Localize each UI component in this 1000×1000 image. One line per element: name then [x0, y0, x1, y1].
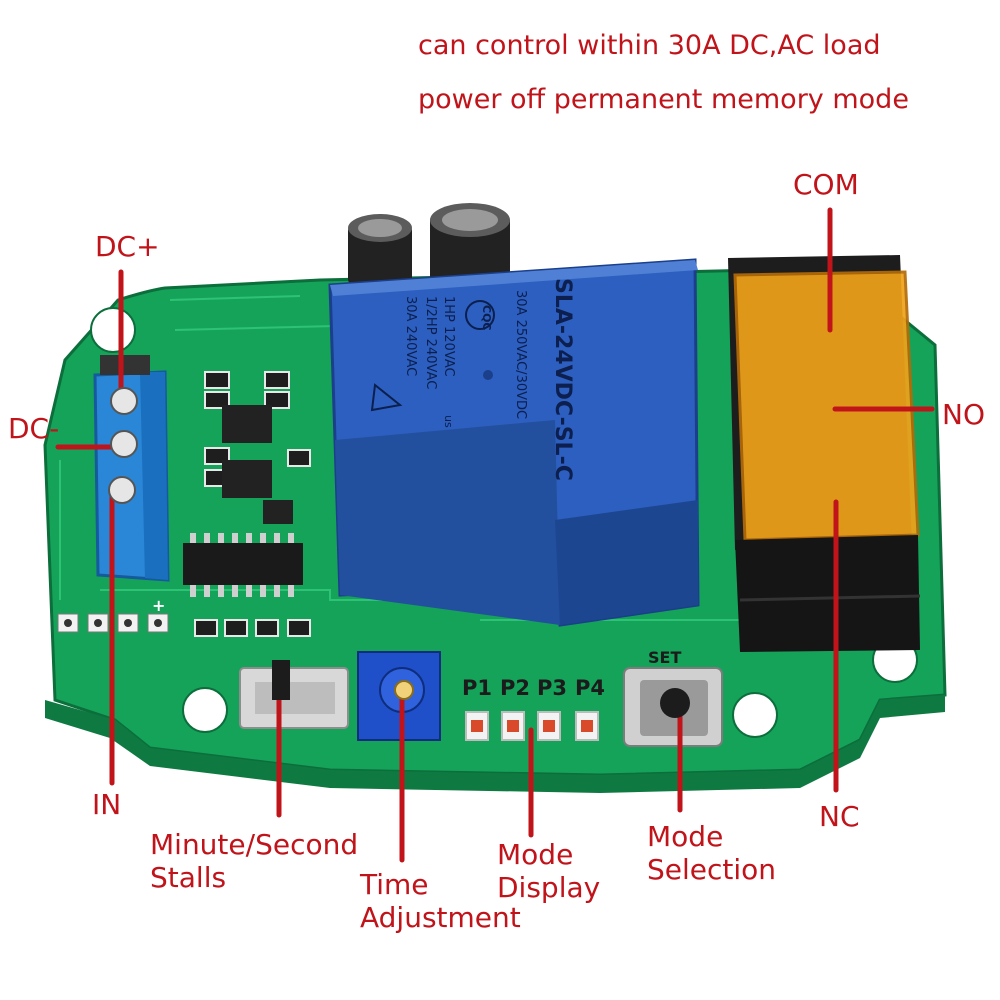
label-time-adj-line2: Adjustment [360, 901, 521, 935]
screw-icon [110, 387, 138, 415]
push-button-icon [660, 688, 690, 718]
header-line-2: power off permanent memory mode [418, 84, 909, 115]
annotation-leaders [55, 207, 935, 863]
relay-rating-text: 30A 250VAC/30VDC [513, 290, 528, 420]
label-dc-plus: DC+ [95, 230, 160, 263]
relay-model-text: SLA-24VDC-SL-C [550, 278, 575, 481]
led-label-p1: P1 [462, 676, 493, 700]
load-terminal-block [728, 255, 921, 652]
header-line-1: can control within 30A DC,AC load [418, 30, 881, 61]
led-label-p3: P3 [537, 676, 568, 700]
relay-rating-2: 30A 240VAC [403, 296, 418, 377]
label-time-adj-line1: Time [360, 868, 429, 901]
set-label: SET [648, 648, 682, 667]
led-label-p4: P4 [575, 676, 606, 700]
label-com: COM [793, 168, 859, 201]
label-nc: NC [819, 800, 860, 833]
label-mode-selection: Mode Selection [647, 820, 776, 886]
relay-ul-mark: us [442, 415, 455, 428]
pin-header [57, 613, 169, 633]
label-mode-selection-line2: Selection [647, 853, 777, 887]
screw-icon [110, 430, 138, 458]
label-minute-second-stalls: Minute/Second Stalls [150, 828, 358, 894]
relay-cqc-mark: CQC [480, 305, 493, 331]
label-minute-second-line2: Stalls [150, 861, 227, 895]
label-time-adjustment: Time Adjustment [360, 868, 521, 934]
pin-plus-label: + [152, 596, 166, 615]
smd-components [194, 371, 311, 637]
label-mode-display: Mode Display [497, 838, 600, 904]
label-mode-display-line1: Mode [497, 838, 574, 871]
label-mode-selection-line1: Mode [647, 820, 724, 853]
relay-cert-2: 1/2HP 240VAC [423, 296, 438, 390]
label-no: NO [942, 398, 985, 431]
label-minute-second-line1: Minute/Second [150, 828, 359, 861]
ic-chips [183, 405, 303, 597]
relay [328, 258, 700, 627]
screw-icon [108, 476, 136, 504]
capacitors [348, 203, 510, 285]
label-mode-display-line2: Display [497, 871, 601, 905]
led-label-p2: P2 [500, 676, 531, 700]
slide-switch-icon [272, 660, 290, 700]
label-dc-minus: DC- [8, 412, 60, 445]
label-in: IN [92, 788, 122, 821]
relay-cert-1: 1HP 120VAC [441, 296, 456, 377]
slide-switch [239, 667, 349, 729]
trimmer-screw-icon [394, 680, 414, 700]
